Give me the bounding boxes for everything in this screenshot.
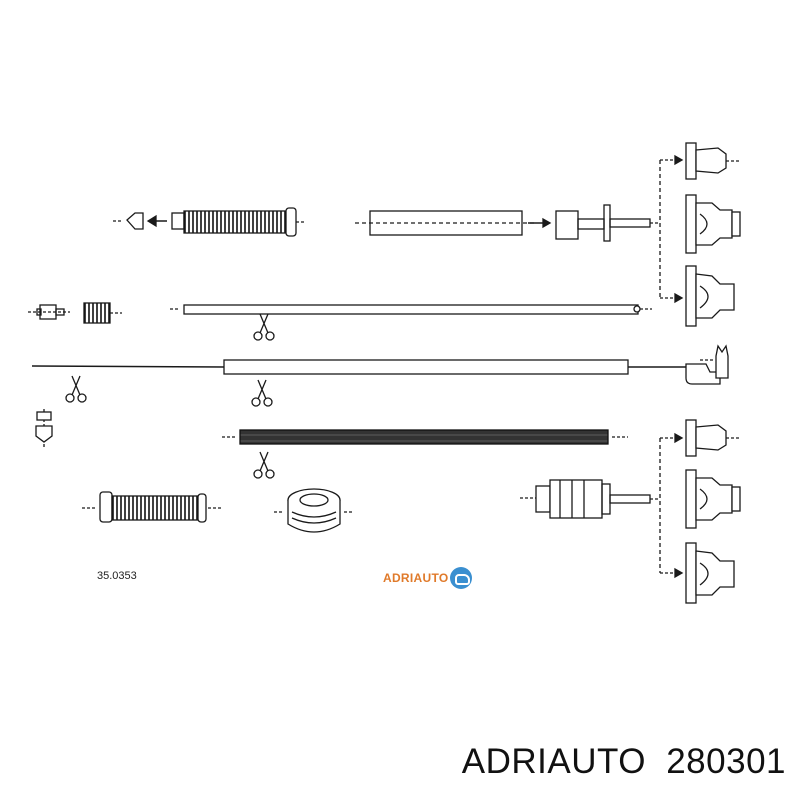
caption-part-number: 280301	[666, 742, 786, 781]
scissors-icon	[251, 379, 273, 407]
nipple-fitting-2	[35, 409, 53, 448]
adriauto-logo: ADRIAUTO	[383, 566, 472, 590]
logo-text: ADRIAUTO	[383, 571, 449, 585]
car-circle-icon	[449, 567, 472, 589]
grommet	[274, 488, 354, 533]
spring-1	[83, 302, 122, 324]
fitting-2a	[685, 419, 740, 457]
scissors-icon	[253, 451, 275, 479]
nipple-fitting-1	[28, 304, 70, 320]
long-tube-1	[170, 304, 652, 315]
arrow-icon	[146, 214, 167, 228]
connector-bracket-1	[659, 154, 684, 304]
end-cap-1	[113, 212, 144, 230]
caption-brand: ADRIAUTO	[461, 742, 646, 781]
fitting-1a	[685, 142, 740, 180]
fitting-2c	[685, 542, 735, 604]
fitting-1c	[685, 265, 735, 327]
adapter-2	[520, 479, 660, 519]
diagram-part-code: 35.0353	[97, 570, 137, 582]
outer-sheath	[222, 429, 628, 445]
arrow-icon	[528, 217, 552, 229]
rubber-boot-2	[82, 491, 222, 523]
adapter-1	[555, 204, 660, 242]
connector-bracket-2	[659, 432, 684, 579]
inner-cable	[31, 344, 729, 385]
tube-1	[355, 210, 535, 236]
fitting-2b	[685, 469, 741, 529]
fitting-1b	[685, 194, 741, 254]
scissors-icon	[253, 313, 275, 341]
rubber-boot-1	[171, 207, 304, 237]
scissors-icon	[65, 375, 87, 403]
product-caption: ADRIAUTO 280301	[462, 742, 786, 782]
